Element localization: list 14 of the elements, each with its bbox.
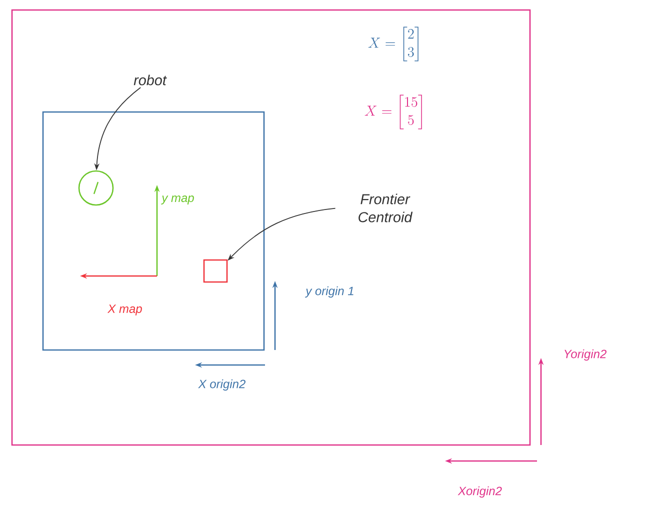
state-vector: $X = \begin{bmatrix}2\\3\end{bmatrix}$ <box>368 26 418 62</box>
axis-label: X map <box>107 304 142 316</box>
axis-label: y origin 1 <box>304 286 354 298</box>
axis-label: Xorigin2 <box>458 486 502 498</box>
annotation-text: Frontier Centroid <box>358 194 413 222</box>
centroid-square <box>203 259 228 283</box>
annotation-text: robot <box>134 74 167 86</box>
axis-label: Yorigin2 <box>564 349 606 361</box>
frame <box>42 111 265 351</box>
axis-label: X origin2 <box>198 379 246 391</box>
state-vector: $X = \begin{bmatrix}15\\5\end{bmatrix}$ <box>364 94 422 130</box>
robot-circle <box>78 170 114 206</box>
frame <box>11 9 531 446</box>
axis-label: y map <box>161 196 194 204</box>
